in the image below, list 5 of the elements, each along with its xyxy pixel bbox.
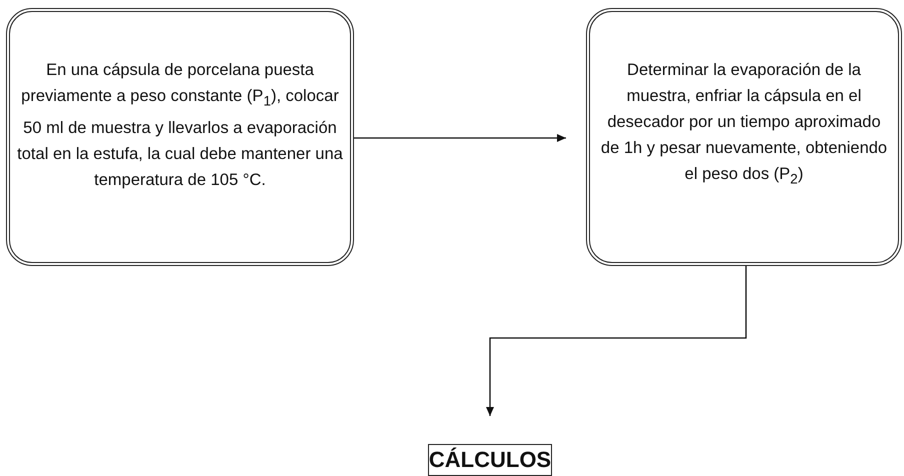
process-box: En una cápsula de porcelana puesta previamente a peso constante (P$_{1}$), colocar 50 ml de muestra y llevarlos a evaporación total en la estufa, la cual debe mantener una temperatura de 105 °C. xyxy=(6,8,354,266)
arrow xyxy=(354,134,566,142)
arrow xyxy=(486,266,747,416)
process-box: Determinar la evaporación de la muestra, enfriar la cápsula en el desecador por un tiempo aproximado de 1h y pesar nuevamente, obteniendo el peso dos (P$_{2}$) xyxy=(586,8,902,266)
section-heading: CÁLCULOS xyxy=(428,444,552,476)
